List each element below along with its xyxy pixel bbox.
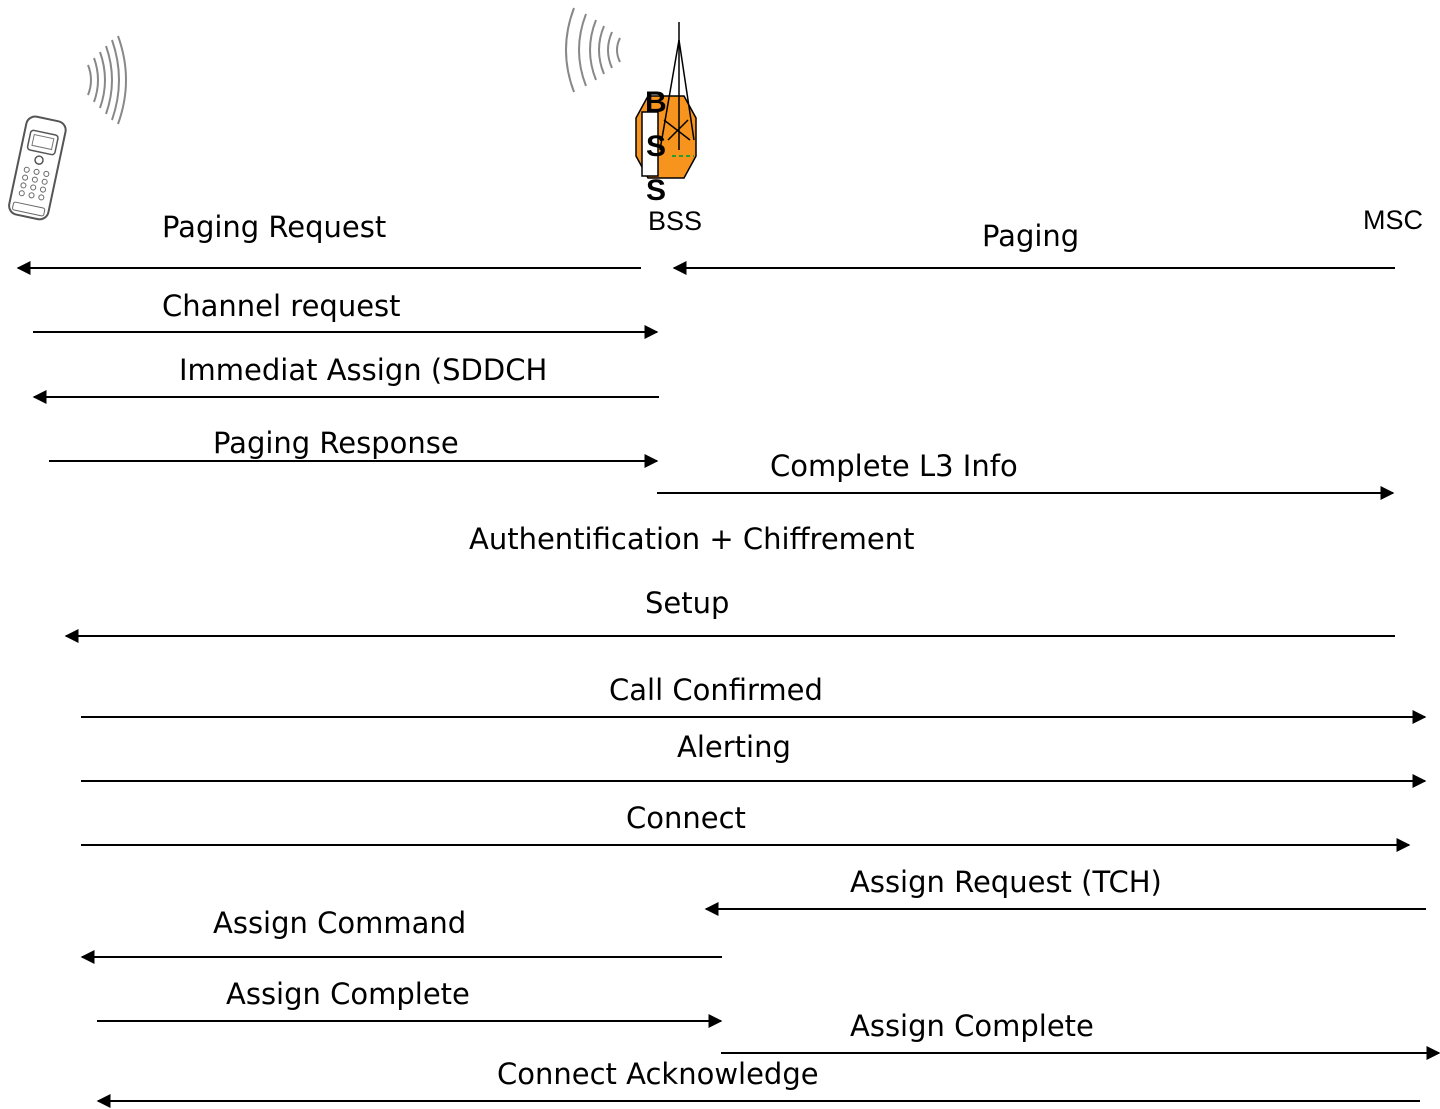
bss-radio-waves-icon <box>565 7 621 93</box>
message-paging: Paging <box>672 219 1395 275</box>
message-label: Paging Request <box>162 210 386 244</box>
mobile-phone-icon <box>8 115 67 221</box>
bss-icon-letter-b: B <box>645 86 667 119</box>
message-label: Assign Request (TCH) <box>850 865 1162 899</box>
bss-label: BSS <box>648 206 702 236</box>
bss-tower-icon: B S S <box>635 22 697 207</box>
phone-radio-waves-icon <box>87 35 127 125</box>
message-paging-request: Paging Request <box>16 210 641 275</box>
message-complete-l3-info: Complete L3 Info <box>657 449 1395 500</box>
message-assign-request-tch: Assign Request (TCH) <box>704 865 1426 916</box>
message-label: Setup <box>645 586 729 620</box>
message-label: Paging <box>982 219 1079 253</box>
message-call-confirmed: Call Confirmed <box>81 673 1427 724</box>
message-assign-complete-msc: Assign Complete <box>721 1009 1440 1060</box>
message-immediat-assign: Immediat Assign (SDDCH <box>32 353 659 404</box>
message-label: Assign Complete <box>226 977 470 1011</box>
message-channel-request: Channel request <box>33 289 659 339</box>
message-label: Assign Command <box>213 906 466 940</box>
bss-icon-letter-s2: S <box>646 174 666 207</box>
message-assign-complete-ms: Assign Complete <box>97 977 723 1028</box>
message-assign-command: Assign Command <box>80 906 722 964</box>
message-label: Call Confirmed <box>609 673 823 707</box>
message-setup: Setup <box>64 586 1395 643</box>
message-connect-acknowledge: Connect Acknowledge <box>96 1057 1420 1108</box>
message-label: Channel request <box>162 289 401 323</box>
message-label: Complete L3 Info <box>770 449 1018 483</box>
message-paging-response: Paging Response <box>49 426 659 468</box>
message-label: Assign Complete <box>850 1009 1094 1043</box>
message-connect: Connect <box>81 801 1411 852</box>
authentification-chiffrement-label: Authentification + Chiffrement <box>469 522 915 556</box>
message-label: Paging Response <box>213 426 459 460</box>
message-label: Connect Acknowledge <box>497 1057 819 1091</box>
message-label: Alerting <box>677 730 791 764</box>
message-label: Immediat Assign (SDDCH <box>179 353 547 387</box>
msc-label: MSC <box>1363 205 1423 235</box>
message-alerting: Alerting <box>81 730 1427 788</box>
bss-icon-letter-s1: S <box>646 130 666 163</box>
message-label: Connect <box>626 801 746 835</box>
